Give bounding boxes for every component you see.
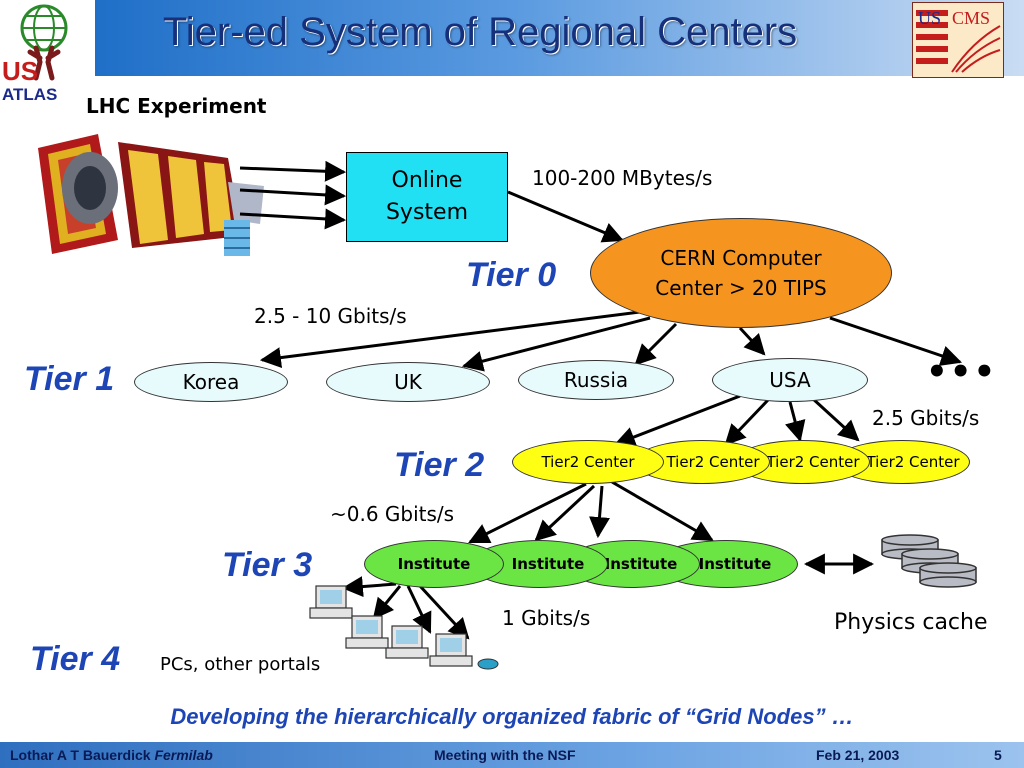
cern-line-1: CERN Computer	[660, 246, 822, 270]
svg-text:US: US	[918, 8, 941, 28]
rate-usa-to-tier2: 2.5 Gbits/s	[872, 406, 980, 430]
physics-cache-label: Physics cache	[834, 610, 988, 635]
footer-date: Feb 21, 2003	[816, 747, 900, 763]
tier1-node-uk: UK	[326, 362, 490, 402]
footer-page-number: 5	[994, 747, 1002, 763]
online-system-line-2: System	[385, 200, 469, 225]
footer-event: Meeting with the NSF	[434, 747, 576, 763]
tier1-node-korea: Korea	[134, 362, 288, 402]
tier1-more-ellipsis: •••	[926, 352, 998, 392]
lhc-experiment-label: LHC Experiment	[86, 94, 267, 118]
tier-3-label: Tier 3	[222, 546, 313, 584]
cern-line-2: Center > 20 TIPS	[655, 276, 827, 300]
rate-online-to-cern: 100-200 MBytes/s	[532, 166, 713, 190]
rate-tier3-to-tier4: 1 Gbits/s	[502, 606, 591, 630]
disk-icon	[881, 534, 977, 588]
svg-text:US: US	[2, 56, 38, 86]
tier-0-label: Tier 0	[466, 256, 557, 294]
detector-image	[38, 134, 264, 256]
rate-tier2-to-tier3: ~0.6 Gbits/s	[330, 502, 455, 526]
slide-title: Tier-ed System of Regional Centers	[162, 10, 798, 54]
tier4-description: PCs, other portals	[160, 654, 321, 675]
tier-4-label: Tier 4	[30, 640, 121, 678]
tier1-node-russia: Russia	[518, 360, 674, 400]
footer-author-wrap: Lothar A T Bauerdick Fermilab	[10, 747, 213, 763]
atlas-logo: US ATLAS	[2, 4, 68, 104]
svg-text:CMS: CMS	[952, 8, 990, 28]
footer-bar: Lothar A T Bauerdick Fermilab Meeting wi…	[0, 742, 1024, 768]
tier3-institute-1: Institute	[364, 540, 504, 588]
tier1-node-usa: USA	[712, 358, 868, 402]
svg-text:ATLAS: ATLAS	[2, 85, 57, 104]
tagline: Developing the hierarchically organized …	[170, 704, 854, 729]
footer-author: Lothar A T Bauerdick	[10, 747, 151, 763]
footer-affiliation: Fermilab	[154, 747, 213, 763]
tier3-institute-2: Institute	[470, 540, 608, 588]
tier-2-label: Tier 2	[394, 446, 485, 484]
tier-1-label: Tier 1	[24, 360, 115, 398]
tier2-center-1: Tier2 Center	[512, 440, 664, 484]
online-system-line-1: Online	[391, 168, 463, 193]
pc-icon	[309, 585, 499, 670]
cms-logo: US CMS	[912, 2, 1004, 78]
title-bar	[95, 0, 1024, 76]
rate-cern-to-tier1: 2.5 - 10 Gbits/s	[254, 304, 407, 328]
